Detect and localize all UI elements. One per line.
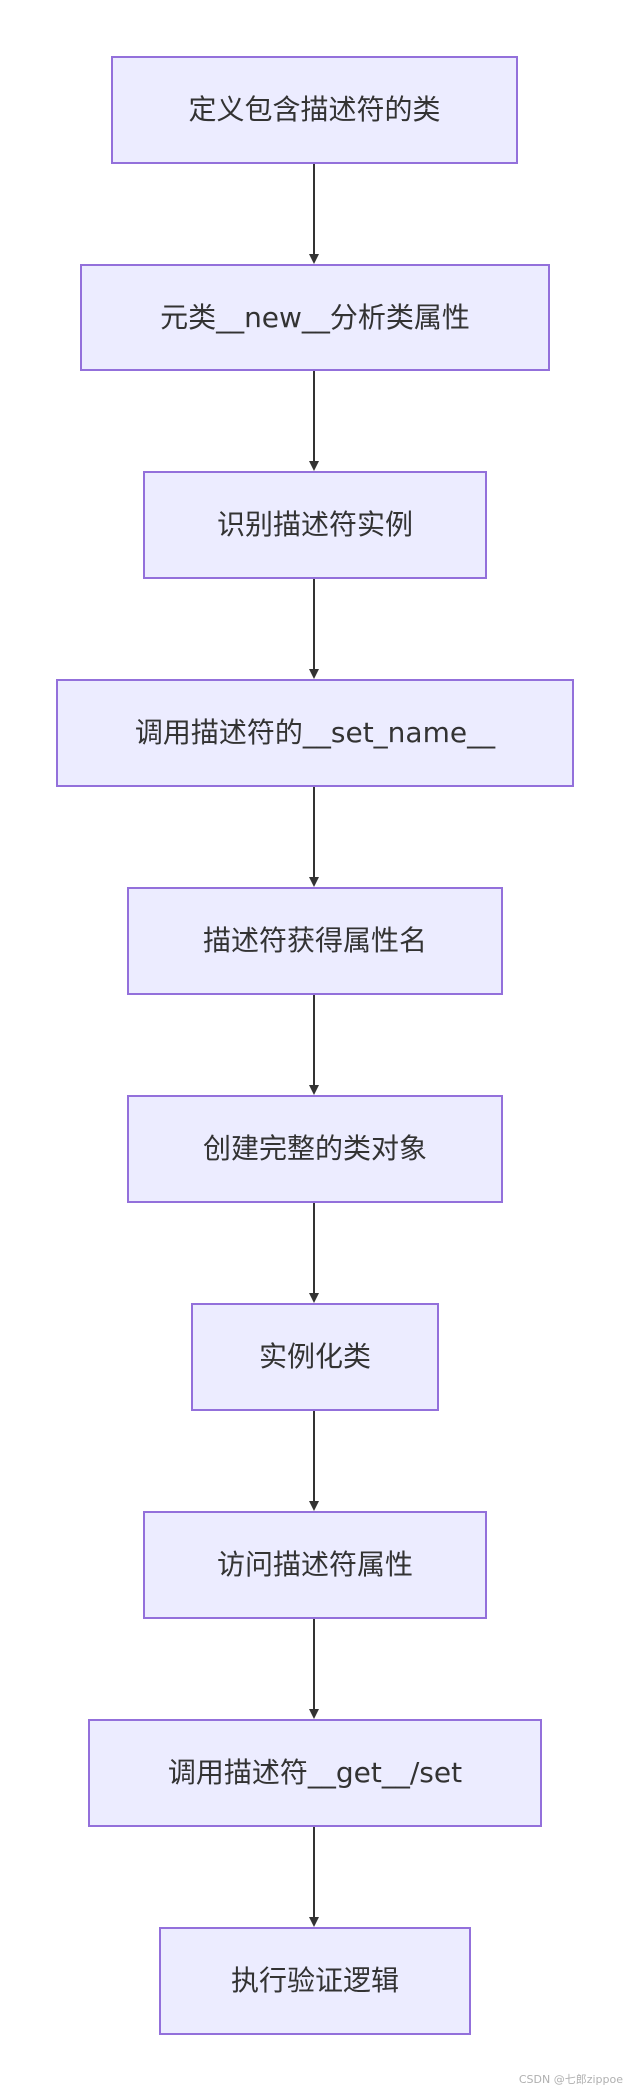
watermark: CSDN @七郎zippoe [518,2073,623,2086]
step-create-class-object: 创建完整的类对象 [127,1095,503,1203]
step-access-attribute: 访问描述符属性 [143,1511,487,1619]
step-call-get-set: 调用描述符__get__/set [88,1719,542,1827]
step-call-set-name: 调用描述符的__set_name__ [56,679,574,787]
step-identify-descriptors: 识别描述符实例 [143,471,487,579]
step-define-class: 定义包含描述符的类 [111,56,518,164]
step-descriptor-gets-name: 描述符获得属性名 [127,887,503,995]
step-instantiate-class: 实例化类 [191,1303,439,1411]
step-metaclass-new: 元类__new__分析类属性 [80,264,550,371]
step-run-validation: 执行验证逻辑 [159,1927,471,2035]
